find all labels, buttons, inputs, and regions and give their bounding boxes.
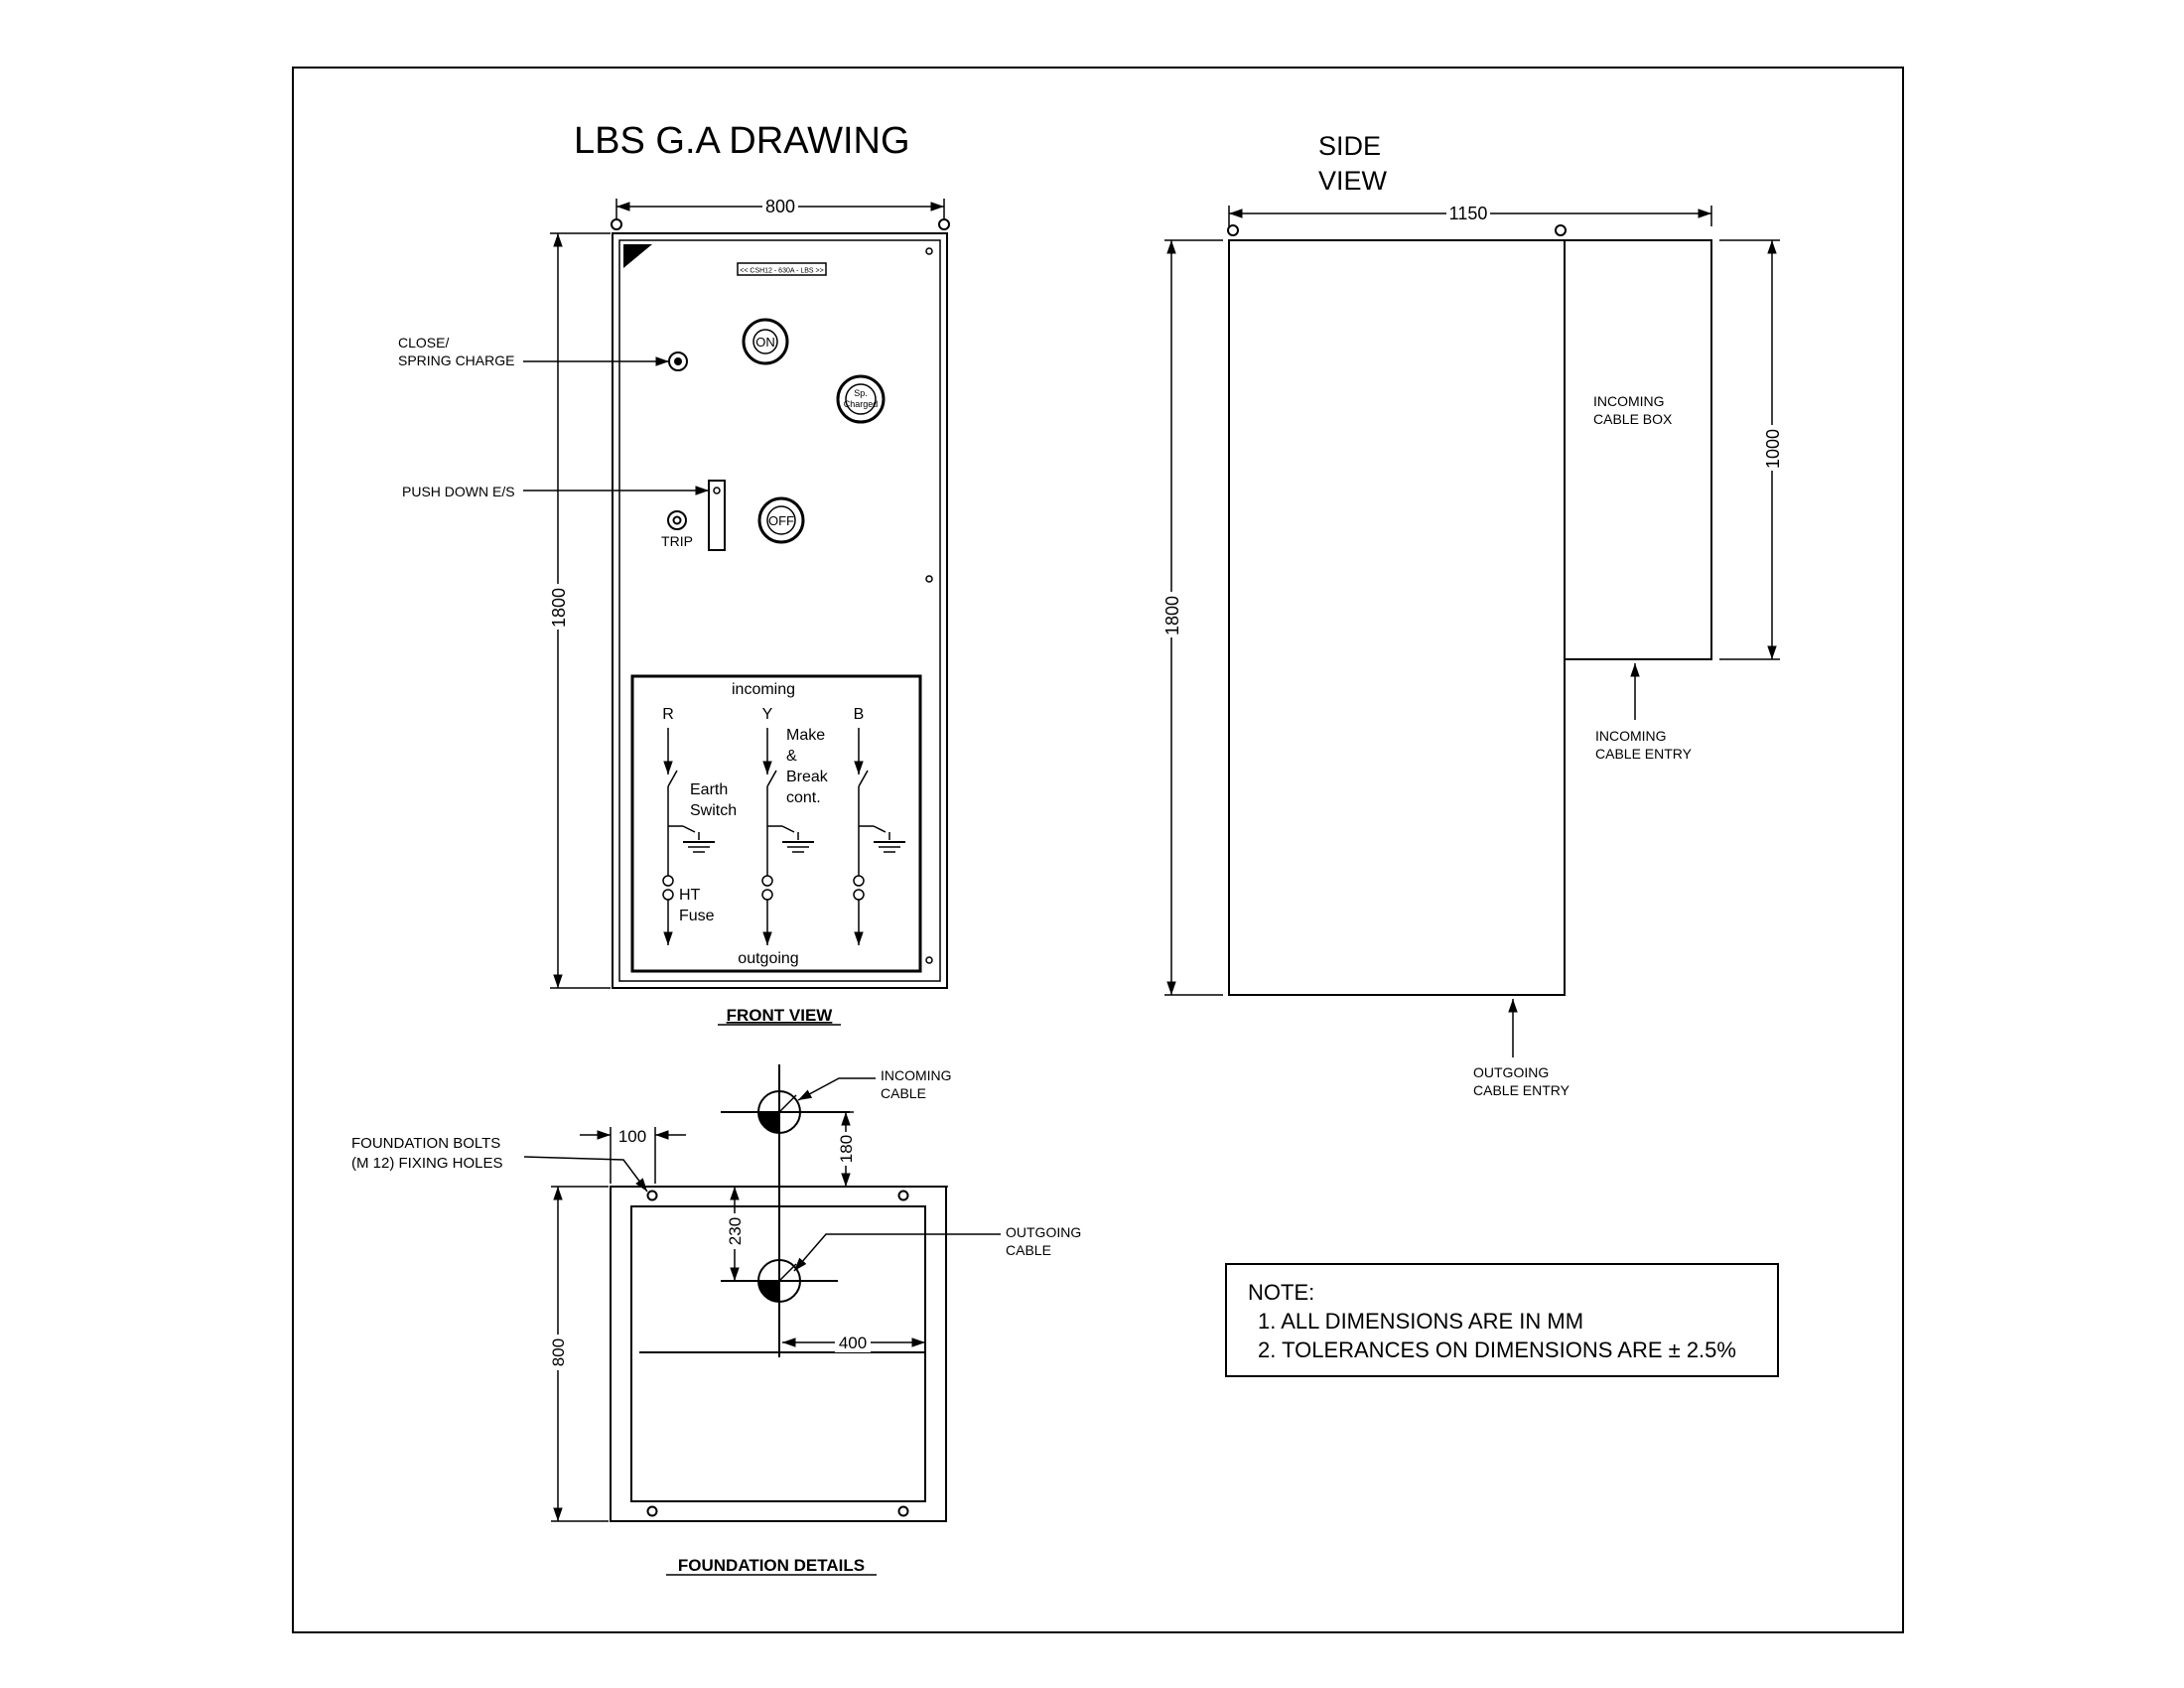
front-panel-outer bbox=[612, 232, 948, 989]
incoming-entry-label-2: CABLE ENTRY bbox=[1595, 746, 1693, 762]
front-panel-inner bbox=[618, 239, 941, 982]
spring-charged-indicator: Sp. Charged bbox=[836, 374, 886, 424]
mimic-incoming: incoming bbox=[732, 681, 795, 698]
trip-button[interactable] bbox=[667, 510, 687, 530]
front-view-label: FRONT VIEW bbox=[727, 1006, 834, 1025]
incoming-cable-label-2: CABLE bbox=[881, 1085, 926, 1101]
note-heading: NOTE: bbox=[1248, 1280, 1314, 1305]
note-item-2: 2. TOLERANCES ON DIMENSIONS ARE ± 2.5% bbox=[1258, 1337, 1736, 1362]
earth-switch-handle[interactable] bbox=[708, 480, 726, 551]
outgoing-entry-label-2: CABLE ENTRY bbox=[1473, 1082, 1570, 1098]
lifting-eye bbox=[1227, 224, 1239, 236]
bolts-leader bbox=[523, 1156, 648, 1193]
earth-switch-label-2: Switch bbox=[690, 802, 737, 819]
dim-400: 400 bbox=[839, 1334, 867, 1352]
front-width-dim: 800 bbox=[765, 197, 795, 216]
dim-180: 180 bbox=[837, 1135, 856, 1163]
fixing-hole bbox=[646, 1190, 658, 1201]
ht-fuse-label-2: Fuse bbox=[679, 908, 715, 924]
outgoing-cable-leader bbox=[793, 1233, 1001, 1272]
foundation-details-label: FOUNDATION DETAILS bbox=[678, 1556, 865, 1575]
ht-fuse-label-1: HT bbox=[679, 887, 701, 904]
make-break-label-4: cont. bbox=[786, 789, 821, 806]
outgoing-cable-label-1: OUTGOING bbox=[1006, 1224, 1081, 1240]
on-button[interactable]: ON bbox=[742, 318, 789, 365]
close-callout-line2: SPRING CHARGE bbox=[398, 352, 514, 368]
side-height-dim: 1800 bbox=[1162, 596, 1182, 635]
phase-b-line bbox=[853, 728, 905, 945]
make-break-label-3: Break bbox=[786, 769, 829, 785]
side-view-label-1: SIDE bbox=[1318, 131, 1381, 161]
dim-100: 100 bbox=[618, 1127, 646, 1146]
outgoing-entry-label-1: OUTGOING bbox=[1473, 1064, 1549, 1080]
off-button[interactable]: OFF bbox=[757, 496, 805, 544]
close-spring-charge-button[interactable] bbox=[668, 352, 688, 371]
off-label: OFF bbox=[768, 513, 794, 528]
note-box: NOTE: 1. ALL DIMENSIONS ARE IN MM 2. TOL… bbox=[1225, 1263, 1779, 1377]
close-callout-line1: CLOSE/ bbox=[398, 335, 449, 351]
bolts-label-1: FOUNDATION BOLTS bbox=[351, 1135, 500, 1152]
incoming-cable-leader bbox=[797, 1077, 876, 1101]
side-width-dim: 1150 bbox=[1449, 204, 1488, 223]
sp-label-line2: Charged bbox=[844, 399, 879, 409]
incoming-cable-box bbox=[1564, 239, 1712, 660]
side-body bbox=[1228, 239, 1566, 996]
nameplate-text: << CSH12 - 630A - LBS >> bbox=[740, 268, 823, 275]
fixing-hole bbox=[897, 1505, 909, 1517]
lifting-eye bbox=[938, 218, 950, 230]
bolts-label-2: (M 12) FIXING HOLES bbox=[351, 1155, 503, 1172]
side-view-label-2: VIEW bbox=[1318, 166, 1388, 196]
panel-screw bbox=[925, 956, 933, 964]
sheet-border bbox=[292, 67, 1904, 1633]
phase-r: R bbox=[662, 706, 674, 723]
box-height-dim: 1000 bbox=[1763, 429, 1783, 469]
cable-box-label-1: INCOMING bbox=[1593, 393, 1665, 409]
cable-box-label-2: CABLE BOX bbox=[1593, 411, 1673, 427]
panel-screw bbox=[925, 247, 933, 255]
earth-switch-label-1: Earth bbox=[690, 781, 728, 798]
drawing-title: LBS G.A DRAWING bbox=[574, 120, 910, 162]
incoming-cable-label-1: INCOMING bbox=[881, 1067, 952, 1083]
front-view: << CSH12 - 630A - LBS >> 800 1800 CLOSE/… bbox=[398, 195, 950, 1026]
foundation-details: 100 180 230 400 800 FOUNDATION BOLTS (M … bbox=[351, 1064, 1081, 1576]
side-view: SIDE VIEW INCOMING CABLE BOX 1150 1800 1… bbox=[1160, 131, 1783, 1098]
note-item-1: 1. ALL DIMENSIONS ARE IN MM bbox=[1258, 1309, 1583, 1334]
sp-label-line1: Sp. bbox=[854, 388, 868, 398]
incoming-entry-label-1: INCOMING bbox=[1595, 728, 1667, 744]
trip-label: TRIP bbox=[661, 533, 693, 549]
make-break-label-1: Make bbox=[786, 727, 825, 744]
lifting-eye bbox=[611, 218, 622, 230]
make-break-label-2: & bbox=[786, 748, 797, 765]
front-height-dim: 1800 bbox=[549, 588, 569, 628]
mimic-outgoing: outgoing bbox=[738, 950, 798, 967]
phase-y: Y bbox=[762, 706, 773, 723]
mimic-diagram-box bbox=[630, 674, 922, 973]
phase-y-line bbox=[761, 728, 814, 945]
corner-mark bbox=[623, 244, 652, 268]
fixing-hole bbox=[897, 1190, 909, 1201]
panel-screw bbox=[925, 575, 933, 583]
nameplate bbox=[737, 262, 827, 276]
on-label: ON bbox=[755, 335, 775, 350]
outgoing-cable-label-2: CABLE bbox=[1006, 1242, 1051, 1258]
dim-230: 230 bbox=[726, 1217, 745, 1245]
fixing-hole bbox=[646, 1505, 658, 1517]
lifting-eye bbox=[1555, 224, 1567, 236]
dim-800: 800 bbox=[549, 1338, 568, 1366]
phase-r-line bbox=[662, 728, 715, 945]
push-down-callout: PUSH DOWN E/S bbox=[402, 484, 515, 499]
phase-b: B bbox=[854, 706, 865, 723]
